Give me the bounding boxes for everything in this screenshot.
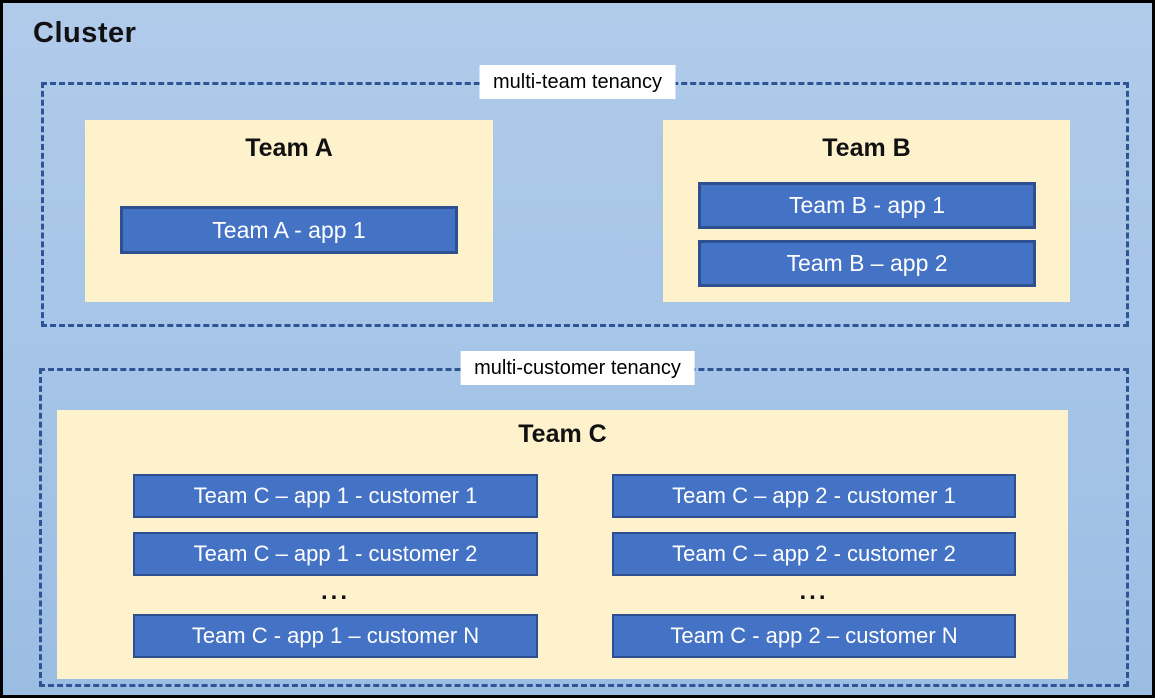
team-c-app-1-customer-n-box: Team C - app 1 – customer N [133,614,538,658]
multi-customer-tenancy-label: multi-customer tenancy [460,351,695,385]
team-c-title: Team C [518,420,607,448]
team-a-app-1-box: Team A - app 1 [120,206,458,254]
team-c-app-1-customer-1-box: Team C – app 1 - customer 1 [133,474,538,518]
team-b-app-2-box: Team B – app 2 [698,240,1036,287]
team-c-app-2-ellipsis: ... [799,578,829,605]
team-c-app-2-customer-1-box: Team C – app 2 - customer 1 [612,474,1016,518]
team-a-title: Team A [245,134,333,162]
team-c-app-1-customer-2-box: Team C – app 1 - customer 2 [133,532,538,576]
team-b-title: Team B [822,134,911,162]
team-b-panel: Team B Team B - app 1 Team B – app 2 [663,120,1070,302]
cluster-title: Cluster [33,17,137,49]
team-c-app-2-customer-n-box: Team C - app 2 – customer N [612,614,1016,658]
team-b-app-1-box: Team B - app 1 [698,182,1036,229]
team-c-app-1-ellipsis: ... [320,578,350,605]
team-c-panel: Team C Team C – app 1 - customer 1 Team … [57,410,1068,679]
team-c-app-2-customer-2-box: Team C – app 2 - customer 2 [612,532,1016,576]
multi-team-tenancy-label: multi-team tenancy [479,65,676,99]
team-a-panel: Team A Team A - app 1 [85,120,493,302]
